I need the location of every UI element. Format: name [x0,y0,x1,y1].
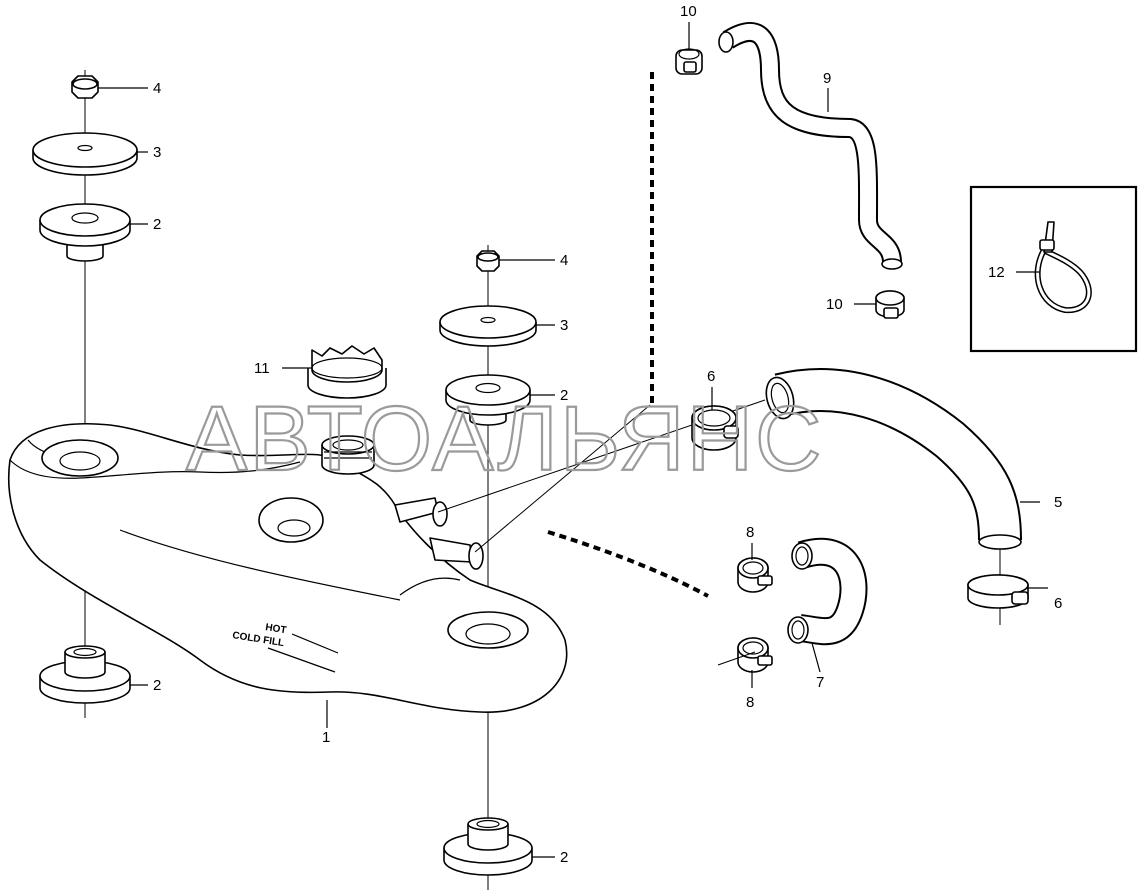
callout-7: 7 [816,674,824,691]
callout-11: 11 [254,360,270,377]
filler-cap [307,345,387,399]
hose-thin [718,22,903,270]
detail-box [969,185,1138,353]
callout-10-upper: 10 [680,3,697,20]
callout-12: 12 [988,264,1005,281]
callout-4-center: 4 [560,252,568,269]
callout-leaders [98,22,1048,858]
nut-left [71,75,99,99]
clamp-small-upper [737,557,773,593]
callout-2-center: 2 [560,387,568,404]
clamp-axis [717,651,756,666]
washer-center [439,305,537,347]
clamp-right [967,574,1029,609]
rubber-mount-top-left [39,203,131,262]
callout-9: 9 [823,70,831,87]
hose-path-lower [547,530,709,598]
callout-3-center: 3 [560,317,568,334]
expansion-tank: HOT COLD FILL [7,422,568,713]
clamp-small-lower [737,637,773,673]
callout-6-right: 6 [1054,595,1062,612]
watermark: АВТОАЛЬЯНС [186,388,824,490]
clamp-thin-upper [675,48,703,75]
callout-4-left: 4 [153,80,161,97]
washer-left [32,132,138,176]
outlet-lower-line [474,404,651,553]
clamp-thin-lower [875,290,905,319]
rubber-mount-bottom-center [443,817,533,876]
rubber-mount-center [445,374,531,426]
callout-5: 5 [1054,494,1062,511]
callout-1: 1 [322,729,330,746]
callout-3-left: 3 [153,144,161,161]
callout-10-lower: 10 [826,296,843,313]
callout-2-bottom-left: 2 [153,677,161,694]
nut-center [476,250,500,272]
callout-8-lower: 8 [746,694,754,711]
callout-8-upper: 8 [746,524,754,541]
callouts: 4 3 2 2 4 3 2 2 11 1 6 6 5 7 8 8 9 10 10… [153,3,1062,866]
callout-2-bottom-center: 2 [560,849,568,866]
clamp-upper [691,405,739,451]
tank-hot-label: HOT [265,622,288,636]
hose-large [765,368,1022,550]
rubber-mount-bottom-left [39,645,131,704]
callout-6-upper: 6 [707,368,715,385]
cable-tie [1034,221,1092,314]
callout-2-top-left: 2 [153,216,161,233]
hose-small [787,537,868,646]
